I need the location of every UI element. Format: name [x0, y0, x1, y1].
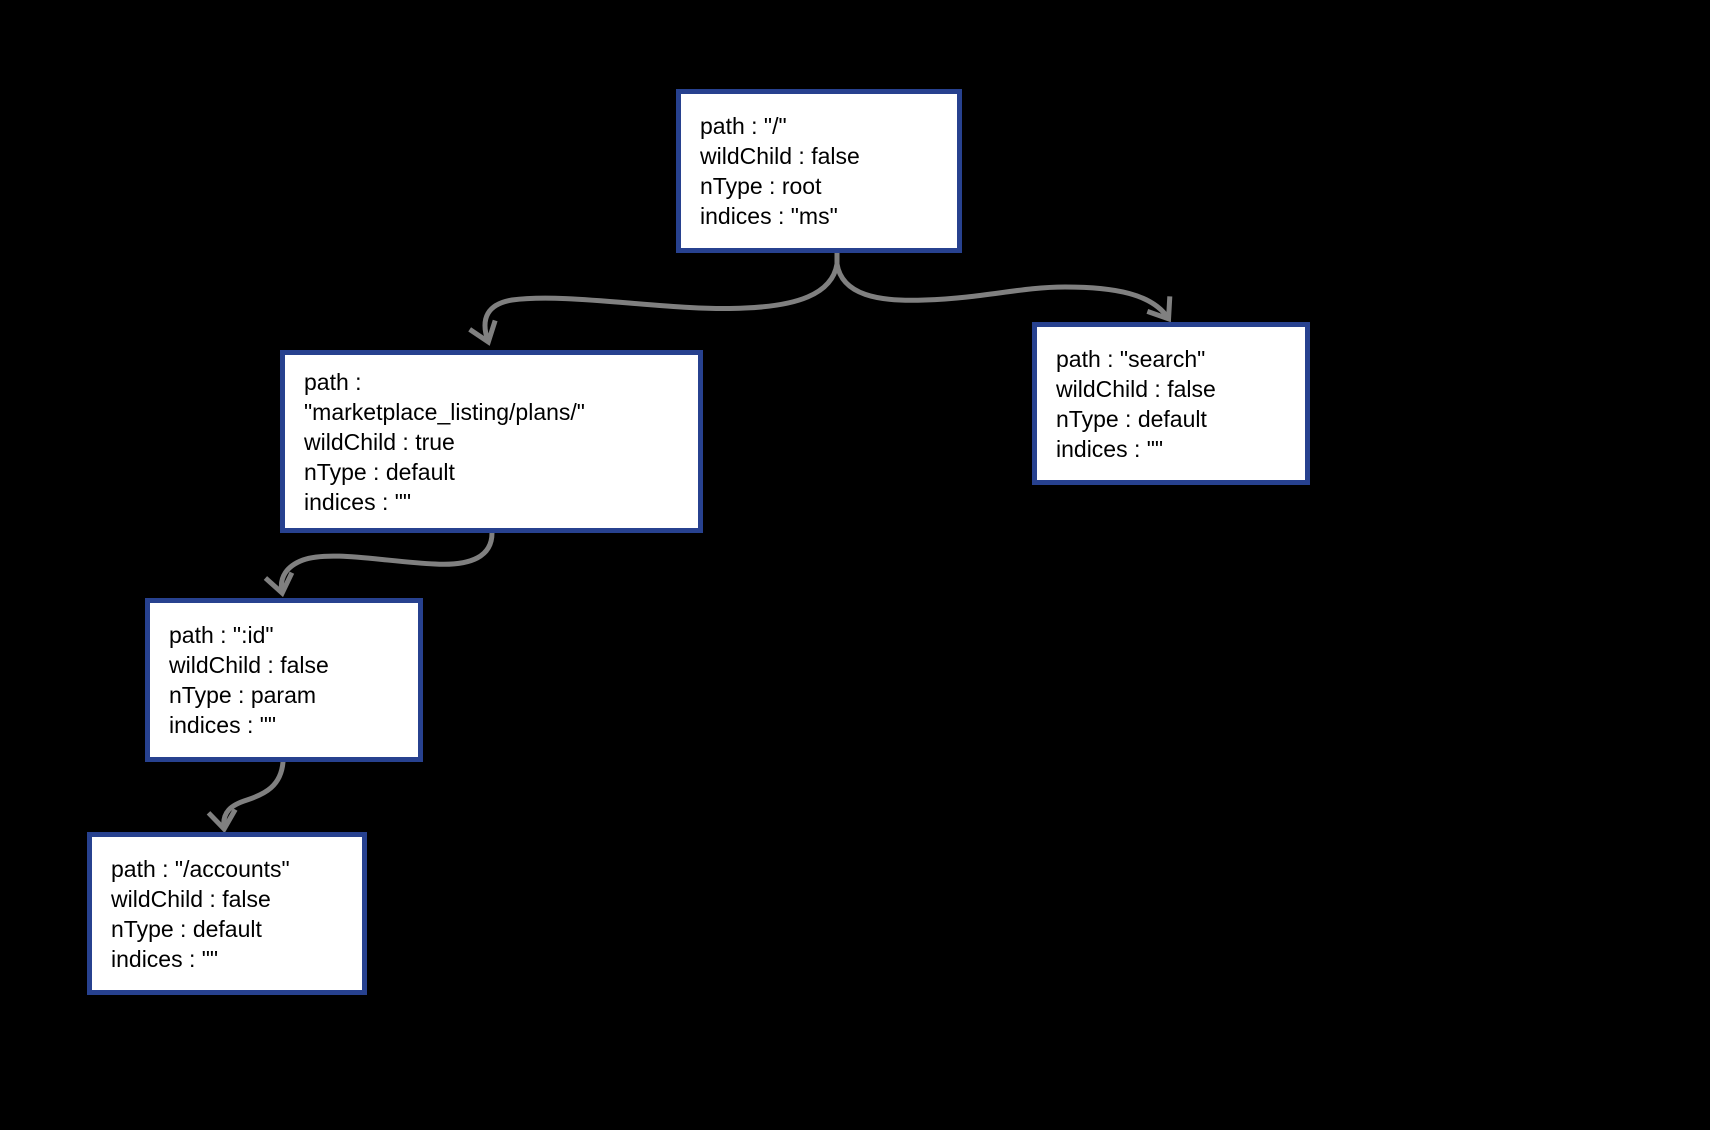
edge-root-to-plans [468, 261, 840, 346]
node-field-ntype: nType : default [1056, 405, 1207, 432]
node-field-path-value: "marketplace_listing/plans/" [304, 398, 585, 425]
tree-node-accounts: path : "/accounts" wildChild : false nTy… [87, 832, 367, 995]
node-field-wildchild: wildChild : false [169, 652, 329, 678]
edge-id-to-accounts [206, 759, 286, 834]
tree-node-marketplace-listing-plans: path : "marketplace_listing/plans/" wild… [280, 350, 703, 533]
tree-node-id-param: path : ":id" wildChild : false nType : p… [145, 598, 423, 762]
tree-node-search: path : "search" wildChild : false nType … [1032, 322, 1310, 485]
edge-plans-to-id [263, 530, 495, 598]
node-field-ntype: nType : param [169, 682, 317, 708]
node-field-path: path : ":id" [169, 622, 274, 648]
node-field-ntype: nType : default [111, 915, 262, 942]
node-field-indices: indices : "ms" [700, 203, 838, 229]
node-field-wildchild: wildChild : false [111, 885, 271, 912]
node-field-indices: indices : "" [304, 488, 412, 515]
tree-node-root: path : "/" wildChild : false nType : roo… [676, 89, 962, 253]
node-field-wildchild: wildChild : false [700, 143, 860, 169]
node-field-path: path : [304, 368, 362, 395]
node-field-indices: indices : "" [111, 945, 219, 972]
node-field-indices: indices : "" [169, 712, 277, 738]
node-field-wildchild: wildChild : false [1056, 375, 1216, 402]
node-field-indices: indices : "" [1056, 435, 1164, 462]
node-field-ntype: nType : root [700, 173, 822, 199]
node-field-path: path : "search" [1056, 345, 1206, 372]
node-field-path: path : "/" [700, 113, 787, 139]
node-field-ntype: nType : default [304, 458, 455, 485]
edge-root-to-search [834, 261, 1173, 323]
node-field-wildchild: wildChild : true [304, 428, 455, 455]
node-field-path: path : "/accounts" [111, 855, 290, 882]
